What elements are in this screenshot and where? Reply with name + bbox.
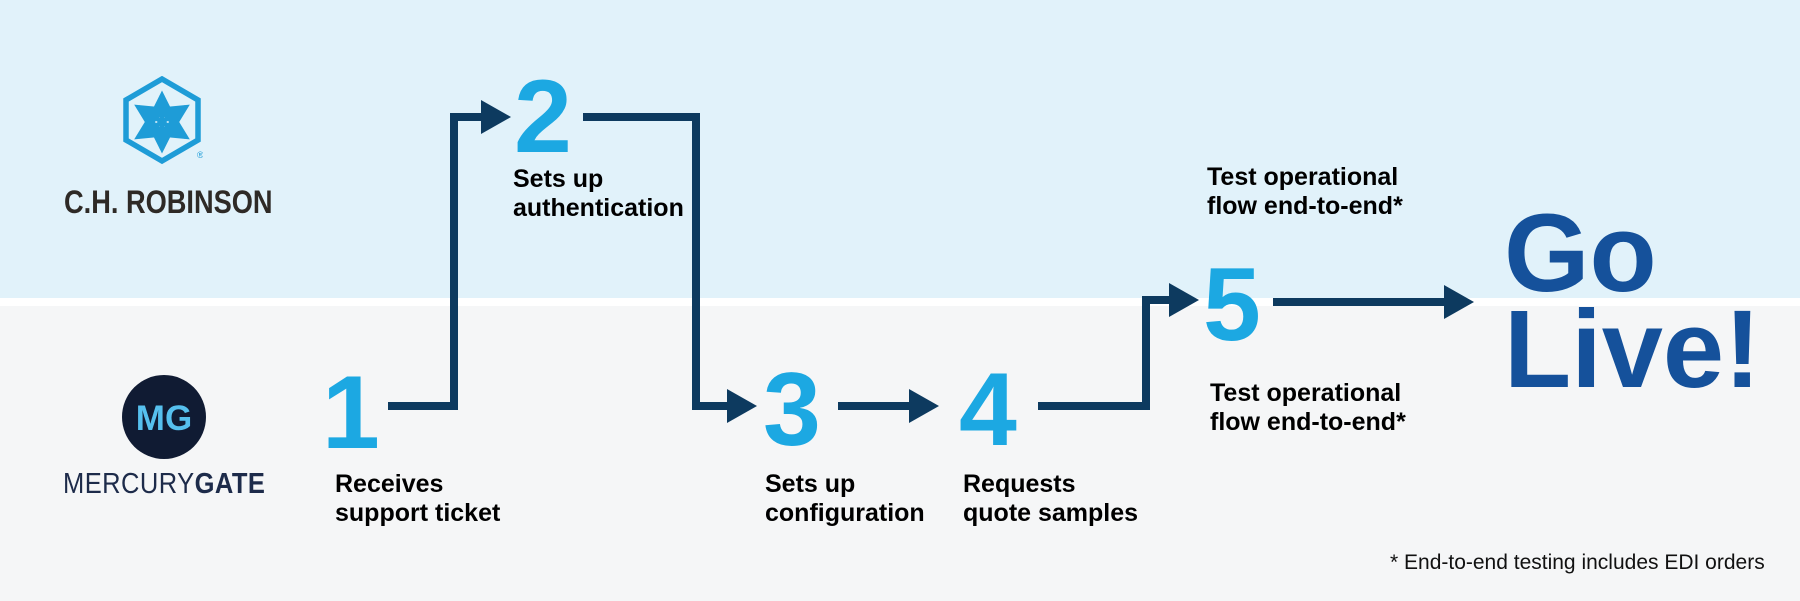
- step-3-label-line2: configuration: [765, 499, 925, 527]
- step-1-label-line1: Receives: [335, 470, 444, 498]
- mercurygate-mg-badge-icon: MG: [122, 375, 206, 459]
- go-live-title: Go Live!: [1504, 192, 1761, 411]
- step-5-label-top: Test operational flow end-to-end*: [1207, 163, 1403, 221]
- arrowhead-right-icon: [727, 389, 757, 423]
- step-1-label-line2: support ticket: [335, 499, 501, 527]
- step-5-number: 5: [1203, 247, 1261, 363]
- chr-registered-mark: ®: [197, 150, 203, 160]
- step-5-label-bottom-line1: Test operational: [1210, 379, 1402, 407]
- chrobinson-hexagon-arrows-icon: ®: [123, 75, 204, 165]
- arrow-segment: [1142, 296, 1170, 304]
- chrobinson-logo: ®: [123, 75, 204, 173]
- chrobinson-wordmark: C.H. ROBINSON: [64, 184, 273, 220]
- mg-monogram: MG: [136, 399, 192, 438]
- step-5-label-bottom: Test operational flow end-to-end*: [1210, 379, 1406, 437]
- arrow-segment: [450, 113, 458, 410]
- arrowhead-right-icon: [1169, 283, 1199, 317]
- arrow-segment: [838, 402, 910, 410]
- step-2-label-line2: authentication: [513, 194, 684, 222]
- mercurygate-wordmark-gate: GATE: [194, 468, 266, 500]
- arrow-segment: [1038, 402, 1150, 410]
- step-3-label-line1: Sets up: [765, 470, 856, 498]
- mercurygate-logo: MG: [122, 375, 206, 464]
- chrobinson-lane-background: [0, 0, 1800, 298]
- step-1-label: Receives support ticket: [335, 470, 500, 528]
- mercurygate-wordmark: MERCURYGATE: [63, 468, 265, 501]
- arrow-segment: [1142, 296, 1150, 410]
- arrow-segment: [692, 113, 700, 410]
- step-2-label: Sets up authentication: [513, 165, 684, 223]
- mercurygate-wordmark-mercury: MERCURY: [63, 468, 195, 500]
- arrowhead-right-icon: [909, 389, 939, 423]
- arrow-segment: [692, 402, 728, 410]
- arrow-segment: [450, 113, 482, 121]
- arrow-segment: [1273, 298, 1445, 306]
- step-2-number: 2: [514, 59, 572, 175]
- go-live-line1: Go: [1504, 192, 1657, 315]
- step-4-label: Requests quote samples: [963, 470, 1138, 528]
- mercurygate-lane-background: [0, 306, 1800, 601]
- step-3-number: 3: [763, 352, 821, 468]
- step-4-number: 4: [959, 352, 1017, 468]
- go-live-line2: Live!: [1504, 288, 1761, 411]
- step-2-label-line1: Sets up: [513, 165, 604, 193]
- arrowhead-right-icon: [1444, 285, 1474, 319]
- step-5-label-top-line2: flow end-to-end*: [1207, 192, 1403, 220]
- step-4-label-line1: Requests: [963, 470, 1076, 498]
- arrowhead-right-icon: [481, 100, 511, 134]
- step-5-label-top-line1: Test operational: [1207, 163, 1399, 191]
- arrow-segment: [583, 113, 700, 121]
- step-3-label: Sets up configuration: [765, 470, 925, 528]
- step-5-label-bottom-line2: flow end-to-end*: [1210, 408, 1406, 436]
- arrow-segment: [388, 402, 454, 410]
- step-4-label-line2: quote samples: [963, 499, 1139, 527]
- step-1-number: 1: [322, 355, 380, 471]
- footnote: * End-to-end testing includes EDI orders: [1390, 551, 1765, 574]
